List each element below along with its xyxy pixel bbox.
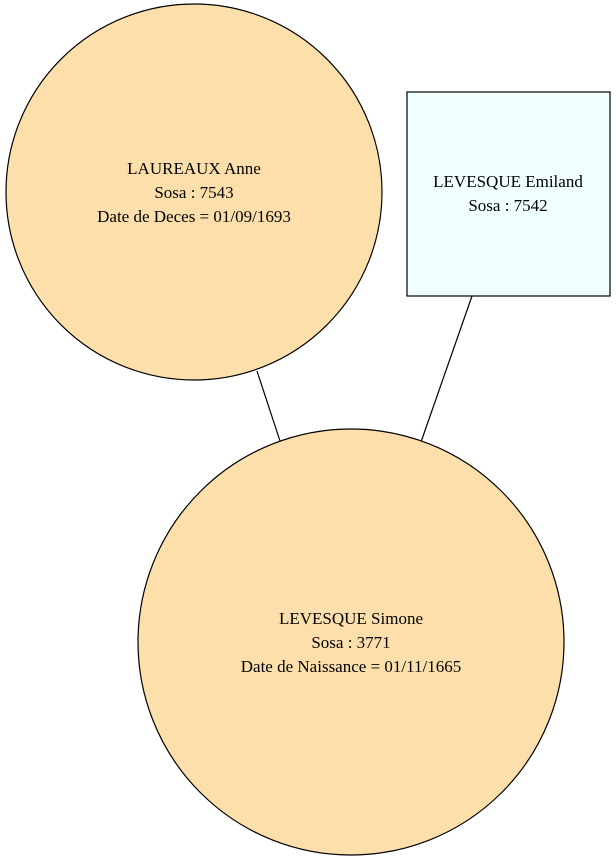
person-death-date: Date de Deces = 01/09/1693 bbox=[97, 207, 291, 226]
male-box-shape bbox=[406, 91, 611, 297]
person-name: LAUREAUX Anne bbox=[127, 159, 261, 178]
person-sosa: Sosa : 7543 bbox=[154, 183, 233, 202]
person-sosa: Sosa : 7542 bbox=[468, 196, 547, 215]
person-node-levesque-simone[interactable]: LEVESQUE Simone Sosa : 3771 Date de Nais… bbox=[137, 428, 565, 856]
person-node-levesque-emiland[interactable]: LEVESQUE Emiland Sosa : 7542 bbox=[406, 91, 611, 297]
edge-father-child bbox=[420, 295, 473, 443]
person-name: LEVESQUE Emiland bbox=[433, 172, 583, 191]
edge-mother-child bbox=[256, 370, 281, 442]
person-node-laureaux-anne[interactable]: LAUREAUX Anne Sosa : 7543 Date de Deces … bbox=[5, 3, 383, 381]
person-sosa: Sosa : 3771 bbox=[311, 633, 390, 652]
female-circle-shape bbox=[5, 3, 383, 381]
person-name: LEVESQUE Simone bbox=[279, 609, 423, 628]
female-circle-shape bbox=[137, 428, 565, 856]
person-birth-date: Date de Naissance = 01/11/1665 bbox=[241, 657, 461, 676]
